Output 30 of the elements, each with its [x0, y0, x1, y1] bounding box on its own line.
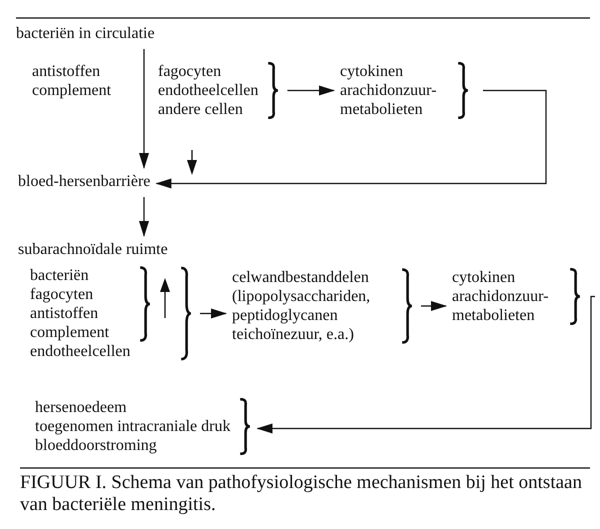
stage-label: bacteriën in circulatie — [16, 24, 155, 43]
term-text: cytokinen — [340, 62, 404, 81]
arrow — [200, 308, 227, 318]
arrow — [421, 301, 447, 311]
term-text: cytokinen — [452, 268, 516, 287]
term-text: bloeddoorstroming — [35, 436, 157, 455]
figure-caption: FIGUUR I. Schema van pathofysiologische mechanismen bij het ontstaan van bacteriële meningitis. — [20, 472, 583, 516]
term-text: fagocyten — [158, 62, 222, 81]
term-text: andere cellen — [158, 100, 243, 119]
arrow — [155, 90, 547, 188]
arrow — [256, 296, 596, 434]
term-text: hersenoedeem — [35, 398, 127, 417]
arrow — [139, 49, 149, 169]
term-text: arachidonzuur-metabolieten — [340, 81, 438, 119]
term-text: endotheelcellen — [158, 81, 258, 100]
stage-label: subarachnoïdale ruimte — [18, 240, 168, 259]
term-text: complement — [32, 81, 112, 100]
term-text: fagocyten — [30, 285, 94, 304]
arrow — [139, 197, 149, 237]
term-text: endotheelcellen — [30, 342, 130, 361]
term-text: celwandbestanddelen — [232, 268, 369, 287]
term-text: antistoffen — [32, 62, 100, 81]
term-text: complement — [30, 323, 110, 342]
term-text: bacteriën — [30, 266, 89, 285]
stage-label: bloed-hersenbarrière — [18, 172, 150, 191]
term-text: antistoffen — [30, 304, 98, 323]
term-text: toegenomen intracraniale druk — [35, 417, 230, 436]
arrow — [287, 86, 335, 96]
term-text: arachidonzuur-metabolieten — [452, 287, 550, 325]
term-text: (lipopolysacchariden, peptidoglycanen teichoïnezuur, e.a.) — [232, 287, 372, 344]
